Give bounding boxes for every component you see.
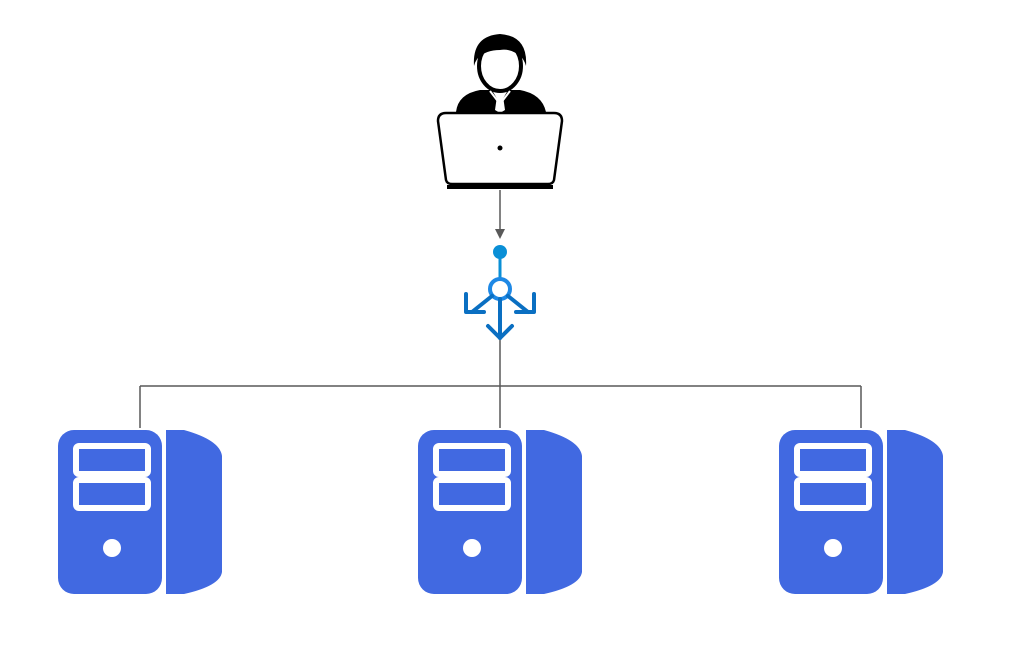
server-3-icon: [779, 430, 943, 594]
load-balancer-icon: [464, 245, 536, 340]
server-2-icon: [418, 430, 582, 594]
server-1-icon: [58, 430, 222, 594]
user-at-laptop-icon: [436, 34, 564, 189]
connectors: [139, 190, 862, 428]
